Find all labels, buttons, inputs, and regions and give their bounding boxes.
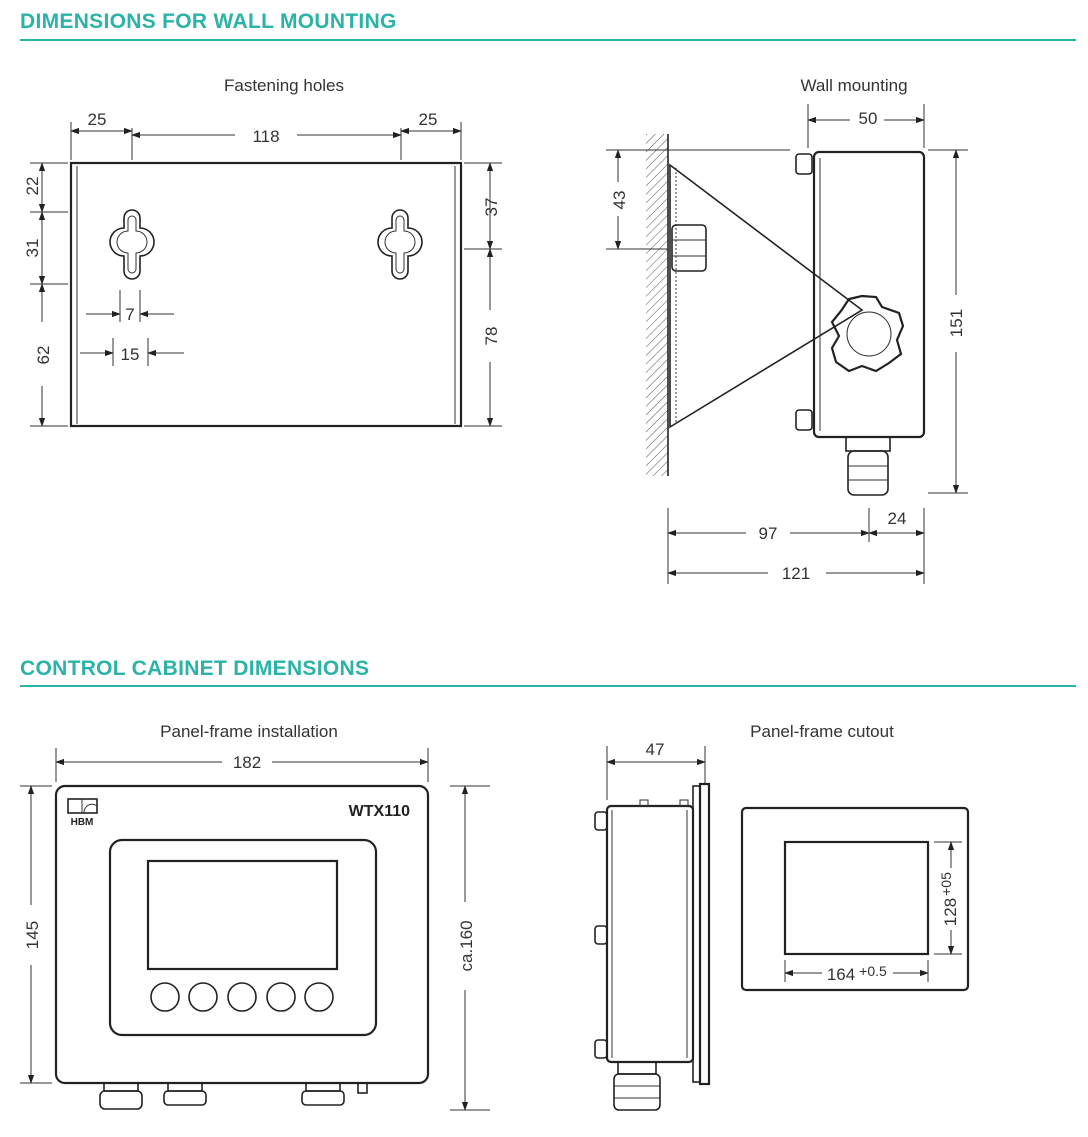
keyhole-slot-left-inner	[116, 215, 148, 274]
view-caption: Panel-frame cutout	[750, 722, 894, 741]
dim-overall-height: 151	[947, 309, 966, 337]
cable-gland-body	[847, 450, 889, 496]
cable-gland	[613, 1061, 661, 1111]
dim-left-margin: 25	[88, 110, 107, 129]
function-key	[304, 982, 334, 1012]
fastening-holes-view: Fastening holes 25 118 25 22 31 62	[23, 76, 502, 428]
panel-bezel	[698, 782, 711, 1086]
keyhole-slot-right	[377, 209, 423, 280]
dim-total-depth: 121	[782, 564, 810, 583]
dim-mounting-depth: 47	[646, 740, 665, 759]
dim-center-to-bottom: 78	[482, 327, 501, 346]
function-key	[266, 982, 296, 1012]
dim-cutout-height: 128	[941, 898, 960, 926]
wall-hatching	[646, 134, 668, 476]
view-caption: Fastening holes	[224, 76, 344, 95]
mounting-bracket	[669, 163, 864, 429]
cable-gland	[301, 1082, 345, 1106]
clip	[639, 799, 649, 807]
panel-outline	[740, 806, 970, 992]
housing-side	[812, 150, 926, 439]
dim-slot-to-bottom: 62	[34, 346, 53, 365]
housing-side	[605, 804, 695, 1064]
dim-front-height: 145	[23, 921, 42, 949]
model-label: WTX110	[349, 803, 410, 820]
section-divider	[20, 685, 1076, 687]
function-key	[150, 982, 180, 1012]
keyhole-slot-left	[109, 209, 155, 280]
dim-slot-head: 15	[121, 345, 140, 364]
section-divider	[20, 39, 1076, 41]
keyhole-slot-right-inner	[384, 215, 416, 274]
cable-gland	[163, 1082, 207, 1106]
dim-cutout-height-tolerance: +05	[938, 872, 954, 896]
screw-stud	[594, 1039, 608, 1059]
dim-gland-offset: 24	[888, 509, 907, 528]
screw-stud	[795, 153, 813, 175]
dim-cutout-width: 164	[827, 965, 855, 984]
dim-bolt-offset: 43	[610, 191, 629, 210]
front-panel	[108, 838, 378, 1037]
display-screen	[146, 859, 339, 971]
mounting-plate	[69, 161, 463, 428]
star-knob	[830, 294, 905, 373]
function-key	[188, 982, 218, 1012]
clip	[679, 799, 689, 807]
section-title-control-cabinet: CONTROL CABINET DIMENSIONS	[20, 657, 370, 680]
function-key	[227, 982, 257, 1012]
dim-top-to-hole: 22	[23, 177, 42, 196]
wall-mounting-view: Wall mounting 50	[606, 76, 968, 584]
section-title-wall-mounting: DIMENSIONS FOR WALL MOUNTING	[20, 10, 397, 33]
cable-gland	[99, 1082, 143, 1110]
dim-overall-height: ca.160	[457, 920, 476, 971]
dim-housing-depth: 50	[859, 109, 878, 128]
screw-stud	[795, 409, 813, 431]
brand-label: HBM	[71, 817, 94, 828]
dim-top-to-center: 37	[482, 198, 501, 217]
ground-stud	[357, 1082, 368, 1094]
dim-slot-width: 7	[125, 305, 134, 324]
knob-hub	[846, 311, 892, 357]
panel-frame-cutout-view: Panel-frame cutout 47 164 +0.5	[594, 722, 970, 1111]
screw-stud	[594, 925, 608, 945]
screw-stud	[594, 811, 608, 831]
panel-frame-installation-view: Panel-frame installation 182 HBM WTX110	[20, 722, 490, 1111]
view-caption: Panel-frame installation	[160, 722, 338, 741]
housing-front	[54, 784, 430, 1085]
dim-hole-spacing: 118	[252, 127, 279, 146]
dim-slot-length: 31	[23, 239, 42, 258]
dim-knob-reach: 97	[759, 524, 778, 543]
hex-nut	[671, 224, 707, 272]
dim-front-width: 182	[233, 753, 261, 772]
dim-cutout-width-tolerance: +0.5	[859, 963, 887, 979]
logo-arc	[83, 803, 98, 814]
cable-gland	[845, 436, 891, 452]
cutout-opening	[783, 840, 930, 956]
view-caption: Wall mounting	[800, 76, 907, 95]
dim-right-margin: 25	[419, 110, 438, 129]
